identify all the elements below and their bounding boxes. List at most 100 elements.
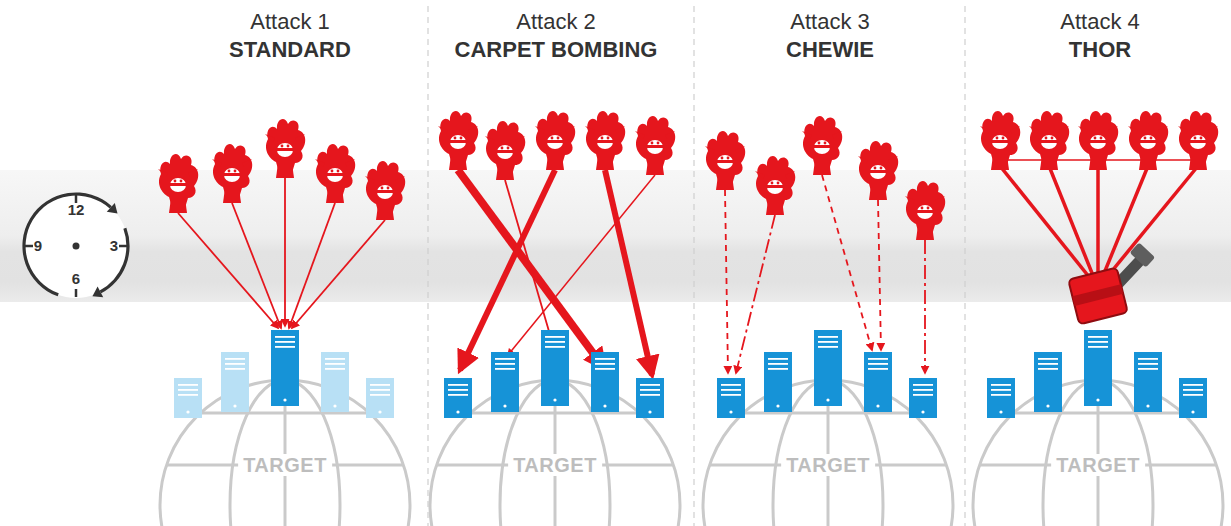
server-slot	[325, 363, 345, 365]
clock-number: 3	[110, 238, 118, 255]
attack-arrow	[725, 190, 728, 373]
server-slot	[370, 384, 390, 386]
server-body	[987, 378, 1015, 418]
server-slot	[991, 394, 1011, 396]
server-slot	[818, 336, 838, 338]
server-body	[864, 352, 892, 412]
attack-arrow	[736, 215, 775, 373]
panel-divider	[427, 6, 428, 526]
server-body	[271, 330, 299, 406]
server-slot	[991, 384, 1011, 386]
server-body	[636, 378, 664, 418]
attacker-icon	[212, 144, 252, 203]
server-icon	[864, 352, 892, 412]
server-slot	[275, 341, 295, 343]
server-icon	[1179, 378, 1207, 418]
attacker-icon	[705, 131, 745, 190]
target-label: TARGET	[1051, 454, 1145, 476]
clock-tick	[75, 289, 78, 297]
attack-arrow	[458, 170, 604, 368]
attack-name: STANDARD	[229, 38, 351, 62]
attack-number: Attack 4	[1060, 10, 1139, 34]
target-label: TARGET	[508, 454, 602, 476]
attack-arrow	[289, 203, 335, 328]
server-slot	[721, 384, 741, 386]
server-slot	[178, 384, 198, 386]
server-icon	[909, 378, 937, 418]
server-slot	[1088, 341, 1108, 343]
server-body	[1084, 330, 1112, 406]
attack-arrow	[822, 175, 872, 350]
attack-arrow	[460, 170, 555, 370]
server-led	[233, 404, 236, 407]
server-slot	[495, 363, 515, 365]
server-slot	[595, 358, 615, 360]
server-led	[553, 398, 556, 401]
server-icon	[1134, 352, 1162, 412]
attack-arrow	[508, 175, 655, 355]
server-slot	[325, 358, 345, 360]
attacker-icon	[365, 161, 405, 220]
attacker-icon	[755, 156, 795, 215]
attacker-icon	[1078, 111, 1118, 170]
attackers	[158, 111, 1218, 240]
server-icon	[366, 378, 394, 418]
server-slot	[275, 336, 295, 338]
server-slot	[595, 363, 615, 365]
server-icon	[271, 330, 299, 406]
server-led	[333, 404, 336, 407]
server-slot	[448, 394, 468, 396]
server-slot	[818, 346, 838, 348]
clock-number: 9	[34, 238, 42, 255]
attacker-icon	[980, 111, 1020, 170]
attacker-icon	[158, 154, 198, 213]
attacker-icon	[438, 111, 478, 170]
clock-tick	[119, 245, 127, 248]
attack-number: Attack 1	[250, 10, 329, 34]
target-globe: TARGET	[405, 300, 705, 526]
server-led	[456, 410, 459, 413]
server-body	[541, 330, 569, 406]
server-slot	[325, 368, 345, 370]
server-icon	[174, 378, 202, 418]
server-led	[503, 404, 506, 407]
attacker-icon	[1178, 111, 1218, 170]
server-body	[1134, 352, 1162, 412]
target-globe: TARGET	[948, 300, 1231, 526]
attack-arrow	[178, 213, 278, 328]
server-icon	[321, 352, 349, 412]
attacker-icon	[265, 119, 305, 178]
hammer-beam	[1000, 166, 1098, 288]
server-slot	[225, 363, 245, 365]
clock-arrowhead	[92, 287, 103, 298]
server-slot	[225, 358, 245, 360]
globe-outline	[678, 300, 978, 526]
attack-arrow	[232, 203, 281, 328]
clock-arc	[22, 192, 111, 296]
attack-arrow	[284, 178, 286, 326]
server-slot	[178, 389, 198, 391]
attack-number: Attack 2	[516, 10, 595, 34]
globe-outline	[135, 300, 435, 526]
server-icon	[591, 352, 619, 412]
server-slot	[768, 358, 788, 360]
server-body	[444, 378, 472, 418]
server-body	[764, 352, 792, 412]
server-slot	[818, 341, 838, 343]
server-led	[876, 404, 879, 407]
panel-divider	[964, 6, 965, 526]
attack-name: THOR	[1069, 38, 1131, 62]
server-slot	[545, 336, 565, 338]
server-slot	[640, 384, 660, 386]
server-slot	[448, 389, 468, 391]
hammer-band	[1072, 284, 1123, 306]
attack-number: Attack 3	[790, 10, 869, 34]
target-globe: TARGET	[135, 300, 435, 526]
server-body	[174, 378, 202, 418]
server-slot	[495, 358, 515, 360]
server-icon	[814, 330, 842, 406]
server-slot	[1138, 358, 1158, 360]
target-label: TARGET	[781, 454, 875, 476]
